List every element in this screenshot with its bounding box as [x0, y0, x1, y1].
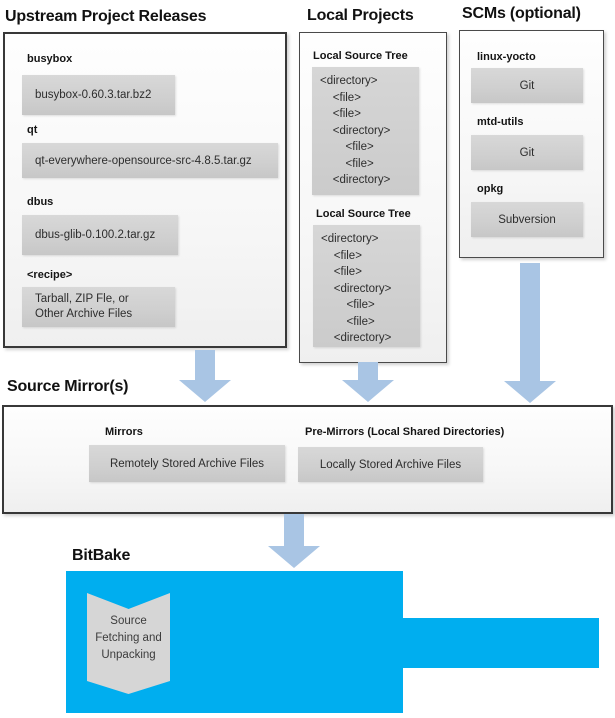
- down-arrow-mirrors-to-bitbake: [268, 514, 320, 568]
- upstream-entry-label: dbus: [27, 196, 54, 208]
- bitbake-pipeline-tab: [403, 618, 599, 668]
- local-source-tree-label: Local Source Tree: [313, 50, 408, 62]
- premirrors-label: Pre-Mirrors (Local Shared Directories): [305, 426, 505, 438]
- local-source-tree-label: Local Source Tree: [316, 208, 411, 220]
- scm-entry-label: linux-yocto: [477, 51, 536, 63]
- upstream-entry-archive: busybox-0.60.3.tar.bz2: [22, 75, 175, 115]
- premirrors-archive-box: Locally Stored Archive Files: [298, 447, 483, 482]
- local-source-tree: <directory> <file> <file> <directory> <f…: [312, 67, 419, 195]
- scm-tool: Git: [471, 68, 583, 103]
- down-arrow-local-to-mirrors: [342, 362, 394, 402]
- source-fetching-chevron: Source Fetching and Unpacking: [87, 593, 170, 694]
- upstream-entry-archive: dbus-glib-0.100.2.tar.gz: [22, 215, 178, 255]
- upstream-entry-archive: Tarball, ZIP Fle, or Other Archive Files: [22, 287, 175, 327]
- local-projects-title: Local Projects: [307, 7, 414, 24]
- scm-entry-label: mtd-utils: [477, 116, 524, 128]
- scm-tool: Git: [471, 135, 583, 170]
- bitbake-title: BitBake: [72, 547, 131, 564]
- scm-tool: Subversion: [471, 202, 583, 237]
- upstream-title: Upstream Project Releases: [5, 8, 207, 25]
- mirrors-label: Mirrors: [105, 426, 143, 438]
- source-fetching-label: Source Fetching and Unpacking: [95, 615, 162, 661]
- source-mirrors-title: Source Mirror(s): [7, 378, 129, 395]
- scm-entry-label: opkg: [477, 183, 504, 195]
- local-source-tree: <directory> <file> <file> <directory> <f…: [313, 225, 420, 347]
- mirrors-archive-box: Remotely Stored Archive Files: [89, 445, 285, 482]
- upstream-entry-archive: qt-everywhere-opensource-src-4.8.5.tar.g…: [22, 143, 278, 178]
- down-arrow-scms-to-mirrors: [504, 263, 556, 403]
- down-arrow-upstream-to-mirrors: [179, 350, 231, 402]
- upstream-entry-label: busybox: [27, 53, 73, 65]
- upstream-entry-label: qt: [27, 124, 38, 136]
- upstream-entry-label: <recipe>: [27, 269, 73, 281]
- scms-title: SCMs (optional): [462, 5, 581, 22]
